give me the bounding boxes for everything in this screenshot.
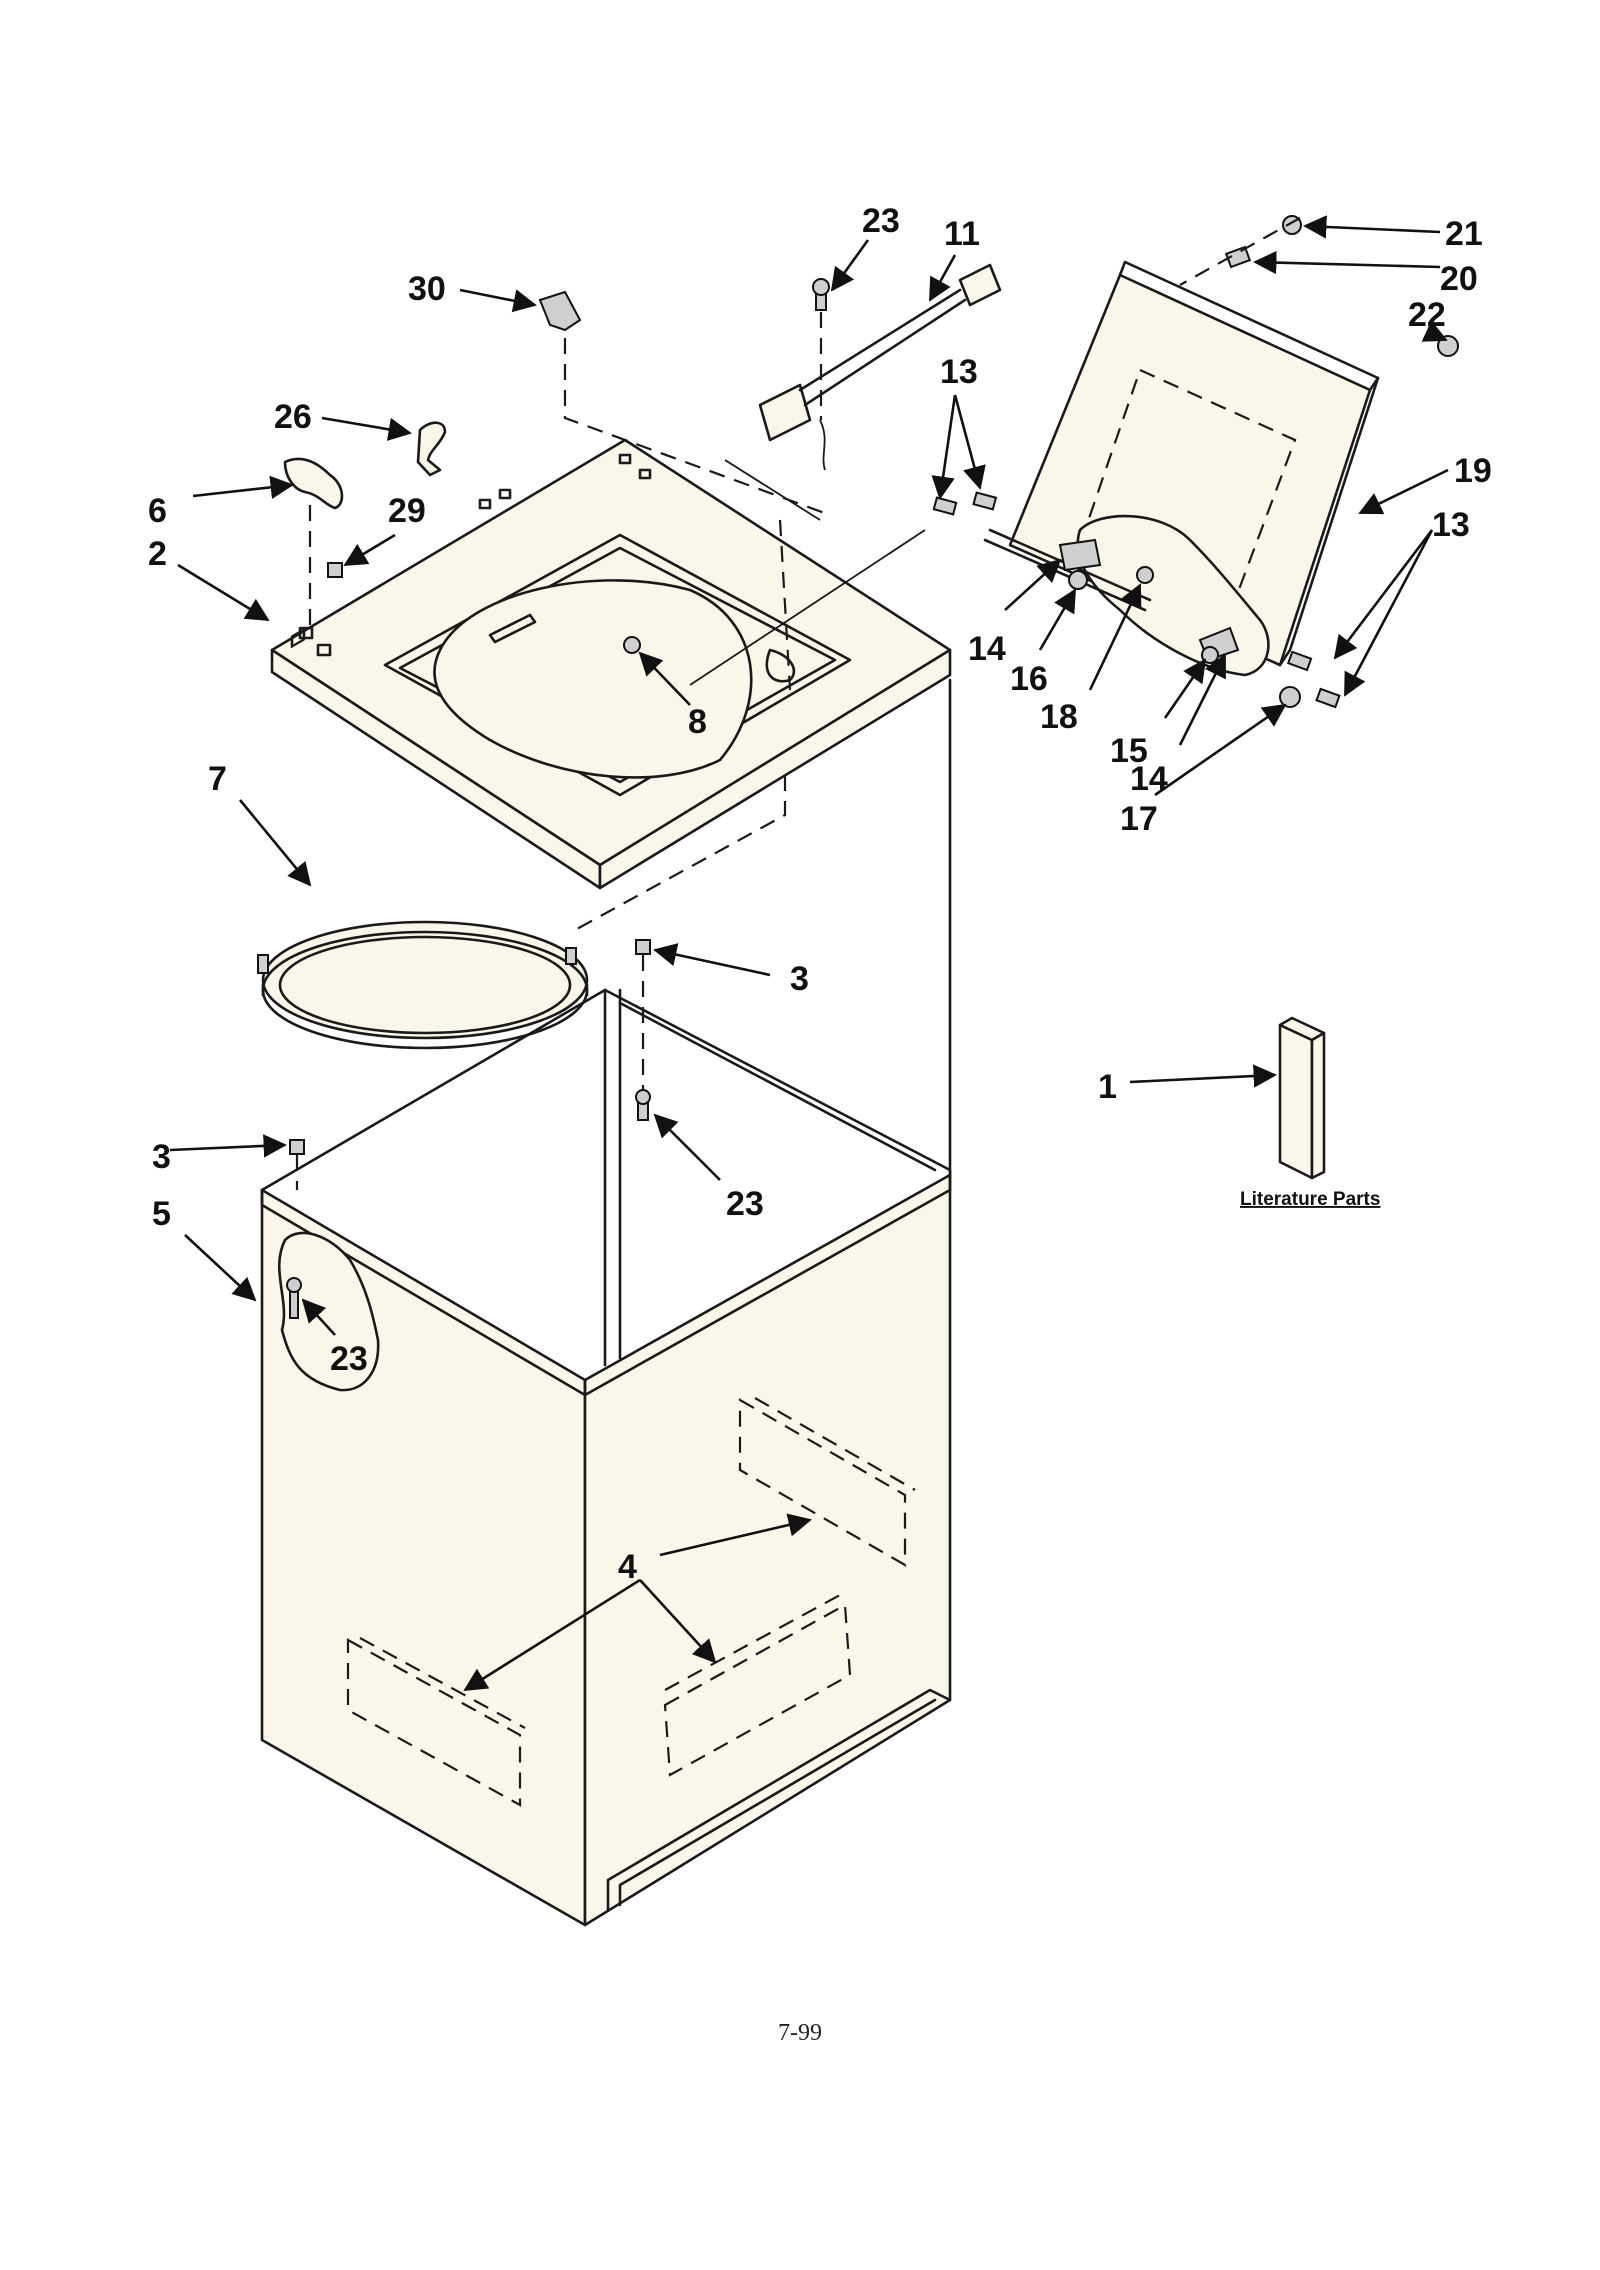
callout-13-lower: 13 (1432, 506, 1470, 544)
callout-14-right: 14 (1130, 760, 1168, 798)
callout-3-right: 3 (790, 960, 809, 998)
callout-labels: 30 26 6 29 2 7 8 23 11 13 21 20 22 19 13… (148, 202, 1492, 1586)
callout-23-mid: 23 (726, 1185, 764, 1223)
callout-23-cabinet: 23 (330, 1340, 368, 1378)
callout-30: 30 (408, 270, 446, 308)
callout-16: 16 (1010, 660, 1048, 698)
cabinet-part (260, 678, 952, 1927)
callout-7: 7 (208, 760, 227, 798)
callout-23-top: 23 (862, 202, 900, 240)
callout-15: 15 (1110, 732, 1148, 770)
callout-1: 1 (1098, 1068, 1117, 1106)
callout-2: 2 (148, 535, 167, 573)
lid-part (983, 260, 1380, 677)
top-panel-part (270, 438, 952, 890)
callout-20: 20 (1440, 260, 1478, 298)
literature-parts-label: Literature Parts (1240, 1189, 1380, 1210)
small-parts (283, 215, 1459, 1190)
tub-ring-part (257, 920, 589, 1050)
callout-4: 4 (618, 1548, 637, 1586)
callout-21: 21 (1445, 215, 1483, 253)
callout-18: 18 (1040, 698, 1078, 736)
callout-17: 17 (1120, 800, 1158, 838)
callout-22: 22 (1408, 296, 1446, 334)
callout-8: 8 (688, 703, 707, 741)
callout-3-left: 3 (152, 1138, 171, 1176)
callout-26: 26 (274, 398, 312, 436)
callout-13-upper: 13 (940, 353, 978, 391)
page-number: 7-99 (778, 2020, 822, 2046)
callout-29: 29 (388, 492, 426, 530)
callout-14-left: 14 (968, 630, 1006, 668)
callout-11: 11 (944, 215, 980, 253)
callout-19: 19 (1454, 452, 1492, 490)
insulation-pads (346, 1397, 916, 1807)
callout-6: 6 (148, 492, 167, 530)
callout-5: 5 (152, 1195, 171, 1233)
leader-arrows (169, 215, 1449, 1692)
